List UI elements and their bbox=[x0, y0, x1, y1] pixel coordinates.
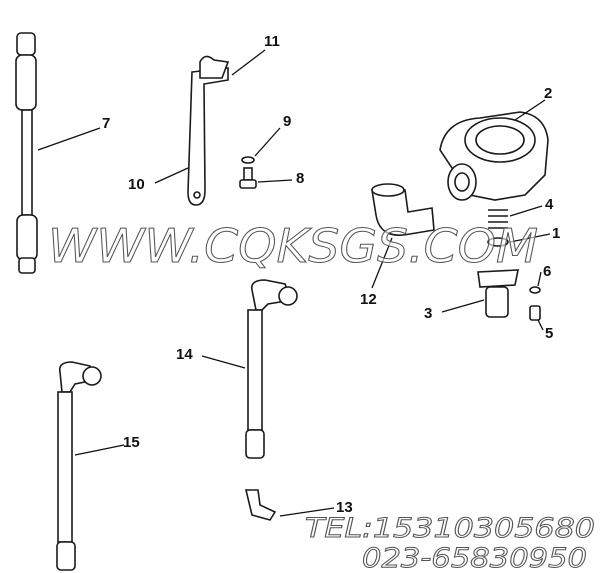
hose-7 bbox=[15, 32, 38, 274]
watermark-phone: 023-65830950 bbox=[362, 543, 587, 573]
leader-lines bbox=[37, 49, 551, 517]
callout-11: 11 bbox=[264, 33, 280, 50]
callout-8: 8 bbox=[296, 170, 304, 187]
callout-12: 12 bbox=[360, 291, 377, 308]
callout-5: 5 bbox=[545, 325, 553, 342]
housing-2 bbox=[439, 111, 549, 201]
spring-4 bbox=[488, 209, 508, 229]
callout-2: 2 bbox=[544, 85, 552, 102]
callout-3: 3 bbox=[424, 305, 432, 322]
callout-6: 6 bbox=[543, 263, 551, 280]
callout-10: 10 bbox=[128, 176, 145, 193]
bracket-10-clamp-11 bbox=[187, 55, 230, 206]
plug-5 bbox=[529, 305, 541, 321]
hose-15 bbox=[56, 361, 102, 571]
callout-4: 4 bbox=[545, 196, 554, 213]
washer-9 bbox=[241, 156, 255, 164]
callout-15: 15 bbox=[123, 434, 140, 451]
washer-6 bbox=[529, 286, 541, 294]
hose-14 bbox=[244, 279, 298, 521]
watermark-site: WWW.CQKSGS.COM bbox=[48, 219, 538, 273]
callout-9: 9 bbox=[283, 113, 291, 130]
elbow-12 bbox=[371, 183, 435, 236]
callout-14: 14 bbox=[176, 346, 193, 363]
valve-3 bbox=[477, 269, 519, 318]
ring-1 bbox=[487, 237, 509, 247]
callout-1: 1 bbox=[552, 225, 560, 242]
callout-7: 7 bbox=[102, 115, 110, 132]
callout-13: 13 bbox=[336, 499, 353, 516]
bolt-8 bbox=[239, 167, 257, 189]
watermark-tel: TEL:15310305680 bbox=[305, 513, 595, 544]
